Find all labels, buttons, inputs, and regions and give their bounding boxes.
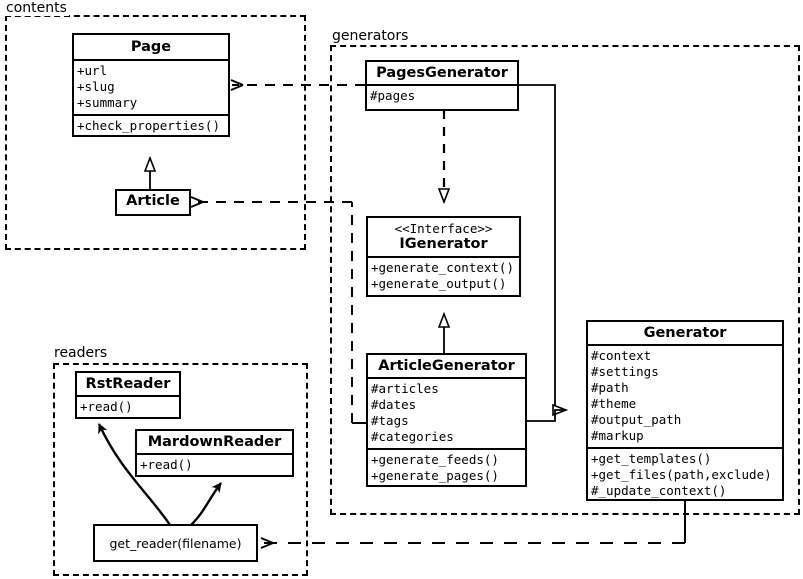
attribute-path: #path: [591, 380, 629, 395]
class-pages-generator-attr-separator: [367, 84, 517, 86]
class-generator-attributes: #context #settings #path #theme #output_…: [588, 346, 782, 447]
method-get-templates: +get_templates(): [591, 451, 712, 466]
attribute-articles: #articles: [371, 381, 439, 396]
method-generate-output: +generate_output(): [371, 276, 507, 291]
package-contents-frame: [5, 15, 306, 250]
attribute-dates: #dates: [371, 397, 417, 412]
class-generator[interactable]: Generator #context #settings #path #them…: [586, 320, 784, 501]
attribute-settings: #settings: [591, 364, 659, 379]
class-igenerator-methods: +generate_context() +generate_output(): [368, 258, 519, 295]
method-read: +read(): [140, 457, 193, 472]
class-mardown-reader[interactable]: MardownReader +read(): [135, 429, 294, 477]
class-generator-method-separator: [588, 447, 782, 449]
class-page-attr-separator: [74, 59, 228, 61]
attribute-output-path: #output_path: [591, 412, 682, 427]
attribute-markup: #markup: [591, 428, 644, 443]
class-rst-reader-title: RstReader: [85, 376, 171, 392]
class-page-attributes: +url +slug +summary: [74, 61, 228, 114]
class-generator-title: Generator: [643, 325, 727, 341]
function-get-reader-label: get_reader(filename): [109, 535, 242, 551]
function-get-reader[interactable]: get_reader(filename): [93, 524, 258, 562]
class-generator-methods: +get_templates() +get_files(path,exclude…: [588, 449, 782, 499]
method-get-files: +get_files(path,exclude): [591, 467, 772, 482]
class-pages-generator-title: PagesGenerator: [376, 65, 508, 81]
method-generate-feeds: +generate_feeds(): [371, 452, 499, 467]
class-mardown-reader-method-separator: [137, 453, 292, 455]
attribute-categories: #categories: [371, 429, 454, 444]
class-pages-generator-attributes: #pages: [367, 86, 517, 107]
class-rst-reader-methods: +read(): [77, 397, 179, 417]
class-generator-attr-separator: [588, 344, 782, 346]
method-update-context: #_update_context(): [591, 483, 727, 498]
package-readers-label: readers: [52, 345, 110, 361]
class-article[interactable]: Article: [115, 189, 191, 216]
attribute-url: +url: [77, 63, 108, 78]
class-article-title: Article: [126, 193, 180, 209]
attribute-theme: #theme: [591, 396, 637, 411]
class-article-generator[interactable]: ArticleGenerator #articles #dates #tags …: [366, 353, 527, 487]
class-page-method-separator: [74, 114, 228, 116]
class-igenerator-title: IGenerator: [399, 236, 488, 252]
class-igenerator-stereotype: <<Interface>>: [394, 221, 493, 236]
package-contents-label: contents: [4, 0, 69, 16]
class-pages-generator[interactable]: PagesGenerator #pages: [365, 60, 519, 111]
class-igenerator[interactable]: <<Interface>> IGenerator +generate_conte…: [366, 216, 521, 297]
attribute-pages: #pages: [370, 88, 416, 103]
package-generators-label: generators: [330, 28, 411, 44]
attribute-tags: #tags: [371, 413, 409, 428]
class-article-generator-method-separator: [368, 448, 525, 450]
method-check-properties: +check_properties(): [77, 118, 220, 133]
method-read: +read(): [80, 399, 133, 414]
class-page[interactable]: Page +url +slug +summary +check_properti…: [72, 33, 230, 137]
attribute-slug: +slug: [77, 79, 115, 94]
class-page-title: Page: [130, 39, 172, 55]
package-generators-frame: [330, 45, 800, 515]
class-mardown-reader-methods: +read(): [137, 455, 292, 475]
class-page-methods: +check_properties(): [74, 116, 228, 135]
class-article-generator-attributes: #articles #dates #tags #categories: [368, 379, 525, 448]
class-igenerator-method-separator: [368, 256, 519, 258]
attribute-summary: +summary: [77, 95, 138, 110]
attribute-context: #context: [591, 348, 652, 363]
method-generate-pages: +generate_pages(): [371, 468, 499, 483]
class-rst-reader[interactable]: RstReader +read(): [75, 371, 181, 419]
package-readers-frame: [53, 363, 308, 576]
class-article-generator-attr-separator: [368, 377, 525, 379]
class-rst-reader-method-separator: [77, 395, 179, 397]
method-generate-context: +generate_context(): [371, 260, 514, 275]
class-article-generator-methods: +generate_feeds() +generate_pages(): [368, 450, 525, 485]
class-article-generator-title: ArticleGenerator: [378, 358, 515, 374]
class-mardown-reader-title: MardownReader: [147, 434, 282, 450]
